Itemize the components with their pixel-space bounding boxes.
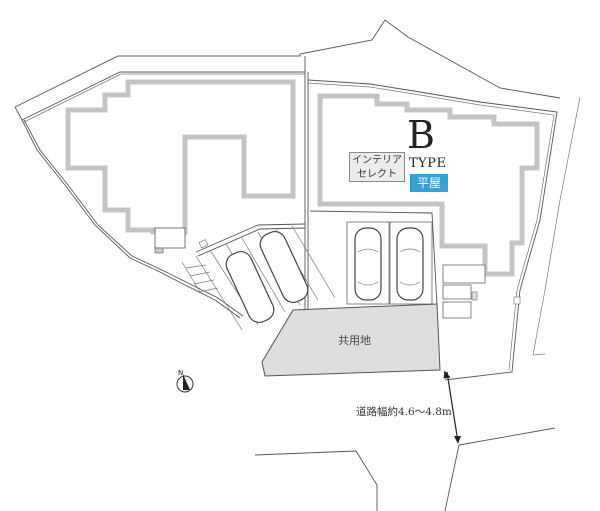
road-width-arrow [443,370,461,444]
common-area-label: 共用地 [338,334,371,347]
car-right-1 [354,227,382,301]
car-left-1 [225,250,275,324]
house-type-word: TYPE [409,156,447,171]
interior-badge-line2: セレクト [357,169,397,180]
site-boundary-west-inner [23,119,244,317]
site-boundary-west [14,106,241,319]
right-parking-area [309,210,438,306]
common-area [261,303,441,377]
single-story-badge: 平屋 [410,174,448,192]
road-width-label: 道路幅約4.6～4.8m [356,406,452,418]
car-right-2 [396,227,424,301]
site-boundary-north [14,19,561,108]
interior-badge-line1: インテリア [352,155,402,166]
north-compass-icon: N [174,368,198,394]
road-edge-left [254,450,378,511]
interior-select-badge: インテリア セレクト [349,152,405,182]
left-lot-boundary [21,71,305,121]
house-type-letter: B [407,113,435,157]
compass-north-label: N [178,369,183,377]
road-edge-right [444,427,556,511]
car-left-2 [259,230,309,304]
left-house [65,79,296,235]
right-lot-boundary [307,79,558,381]
left-parking-area [195,223,306,257]
